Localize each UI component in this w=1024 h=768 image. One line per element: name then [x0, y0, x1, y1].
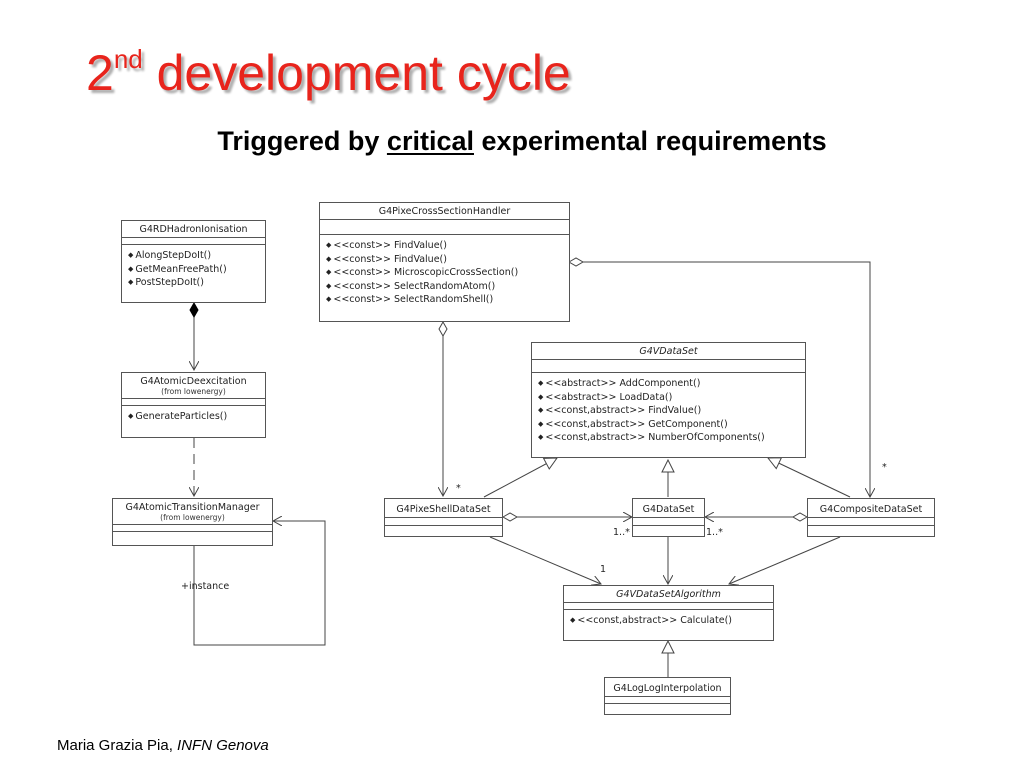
class-loglog-interpolation: G4LogLogInterpolation: [604, 677, 731, 715]
label-mult-algorithm: 1: [600, 564, 607, 575]
operation: <<abstract>> LoadData(): [538, 391, 799, 405]
class-pixe-cross-section-handler: G4PixeCrossSectionHandler <<const>> Find…: [319, 202, 570, 322]
composite-extends-vdataset: [768, 458, 851, 498]
instance-loop: [193, 521, 326, 646]
operation: <<const>> FindValue(): [326, 253, 563, 267]
class-dataset: G4DataSet: [632, 498, 705, 537]
label-instance: +instance: [181, 581, 230, 592]
class-atomic-deexcitation: G4AtomicDeexcitation(from lowenergy) Gen…: [121, 372, 266, 438]
class-atomic-transition-manager: G4AtomicTransitionManager(from lowenergy…: [112, 498, 273, 546]
operation: PostStepDoIt(): [128, 276, 259, 290]
operation: <<const>> MicroscopicCrossSection(): [326, 266, 563, 280]
operation: <<const,abstract>> GetComponent(): [538, 418, 799, 432]
operation: <<const,abstract>> NumberOfComponents(): [538, 431, 799, 445]
shell-to-algorithm: [489, 536, 601, 584]
operation: <<const,abstract>> FindValue(): [538, 404, 799, 418]
shell-extends-vdataset: [483, 458, 557, 498]
label-mult-shell: 1..*: [613, 527, 630, 538]
slide-title: 2nd development cycle: [86, 44, 571, 101]
class-vdataset: G4VDataSet <<abstract>> AddComponent() <…: [531, 342, 806, 458]
class-vdataset-algorithm: G4VDataSetAlgorithm <<const,abstract>> C…: [563, 585, 774, 641]
subtitle-highlight: critical: [386, 126, 474, 156]
operation: <<const>> SelectRandomAtom(): [326, 280, 563, 294]
slide-subtitle: Triggered by critical experimental requi…: [217, 126, 827, 156]
operation: <<abstract>> AddComponent(): [538, 377, 799, 391]
class-composite-dataset: G4CompositeDataSet: [807, 498, 935, 537]
class-pixe-shell-dataset: G4PixeShellDataSet: [384, 498, 503, 537]
operation: <<const,abstract>> Calculate(): [570, 614, 767, 628]
operation: AlongStepDoIt(): [128, 249, 259, 263]
slide-footer: Maria Grazia Pia, INFN Genova: [57, 737, 269, 754]
operation: GenerateParticles(): [128, 410, 259, 424]
class-hadron-ionisation: G4RDHadronIonisation AlongStepDoIt() Get…: [121, 220, 266, 303]
label-star-composite: *: [882, 462, 887, 473]
operation: GetMeanFreePath(): [128, 263, 259, 277]
composite-to-algorithm: [729, 536, 841, 584]
label-star-shell: *: [456, 483, 461, 494]
operation: <<const>> SelectRandomShell(): [326, 293, 563, 307]
label-mult-composite: 1..*: [706, 527, 723, 538]
operation: <<const>> FindValue(): [326, 239, 563, 253]
handler-to-composite: [569, 262, 870, 497]
